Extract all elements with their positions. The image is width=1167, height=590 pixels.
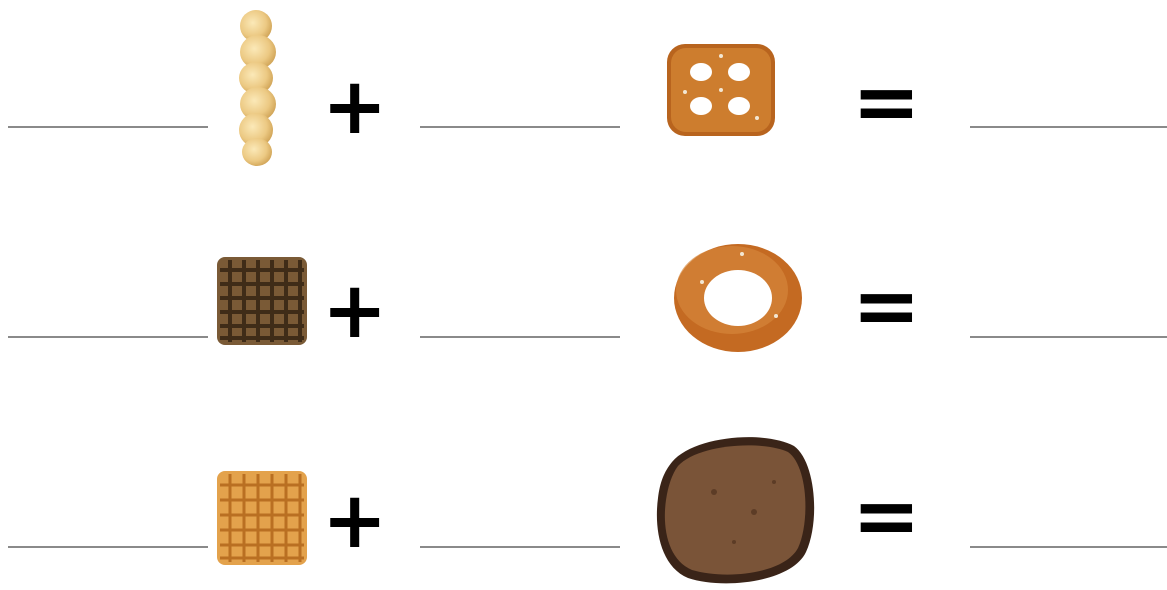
- plus-sign: +: [322, 476, 388, 566]
- equals-sign: =: [852, 55, 921, 150]
- answer-blank-result[interactable]: [970, 126, 1167, 128]
- answer-blank-left[interactable]: [8, 336, 208, 338]
- corn-puff-snack-image: [239, 10, 276, 166]
- wheat-square-snack-image: [217, 257, 307, 345]
- pretzel-square-snack-image: [667, 44, 775, 136]
- equals-sign: =: [852, 469, 921, 564]
- plus-sign: +: [322, 266, 388, 356]
- equals-sign: =: [852, 259, 921, 354]
- corn-square-snack-image: [217, 471, 307, 565]
- answer-blank-result[interactable]: [970, 336, 1167, 338]
- equation-row-2: + =: [0, 196, 1167, 392]
- equation-row-1: + =: [0, 0, 1167, 196]
- answer-blank-left[interactable]: [8, 546, 208, 548]
- answer-blank-left[interactable]: [8, 126, 208, 128]
- pretzel-ring-snack-image: [674, 244, 802, 352]
- answer-blank-middle[interactable]: [420, 546, 620, 548]
- equation-row-3: + =: [0, 392, 1167, 588]
- plus-sign: +: [322, 62, 388, 152]
- rye-chip-snack-image: [656, 437, 815, 584]
- answer-blank-middle[interactable]: [420, 126, 620, 128]
- answer-blank-result[interactable]: [970, 546, 1167, 548]
- answer-blank-middle[interactable]: [420, 336, 620, 338]
